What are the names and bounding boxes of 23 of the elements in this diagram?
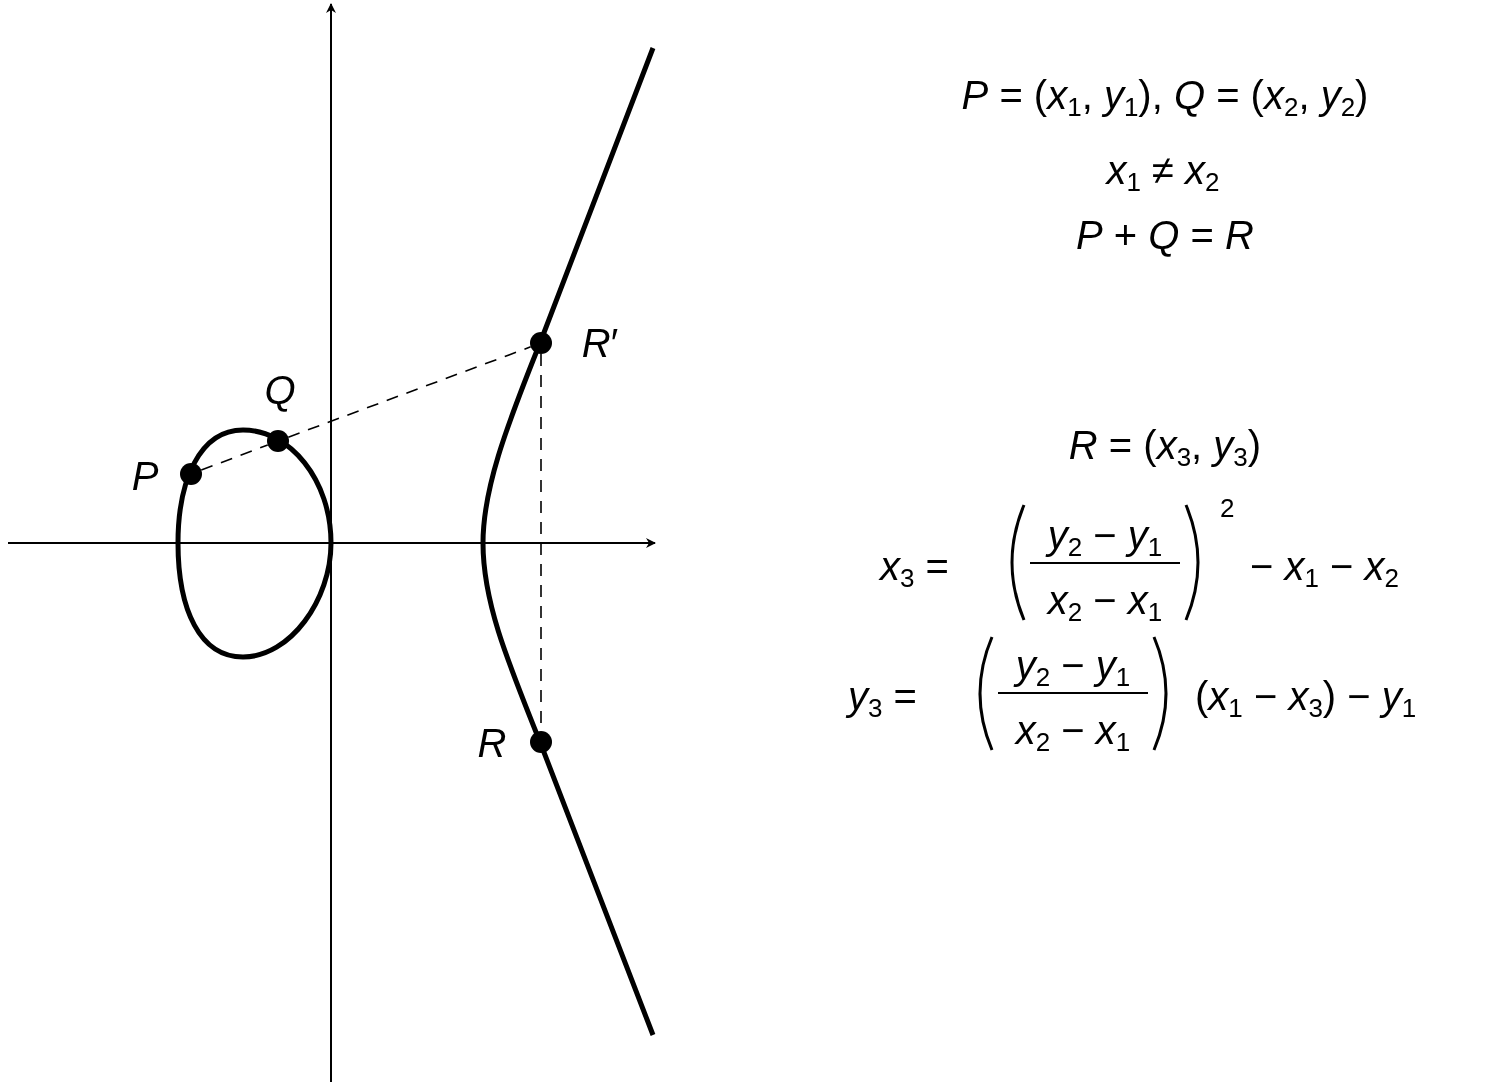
exponent: 2 xyxy=(1220,495,1235,521)
formula: (x$_{1}$ − x$_{3}$) − y$_{1}$ xyxy=(1195,676,1417,721)
curve-point xyxy=(530,332,552,354)
formula: P = (x$_{1}$, y$_{1}$), Q = (x$_{2}$, y$_{2}$) xyxy=(961,75,1369,120)
curve-point xyxy=(267,430,289,452)
fraction-numerator: y$_{2}$ − y$_{1}$ xyxy=(1015,645,1131,690)
fraction-denominator: x$_{2}$ − x$_{1}$ xyxy=(1015,710,1131,755)
dashed-line xyxy=(200,444,269,471)
point-label: P xyxy=(131,456,159,496)
formula: P + Q = R xyxy=(1076,215,1254,255)
curve-point xyxy=(530,731,552,753)
formula: − x$_{1}$ − x$_{2}$ xyxy=(1250,546,1399,591)
fraction-denominator: x$_{2}$ − x$_{1}$ xyxy=(1047,580,1163,625)
formula: x$_{3}$ = xyxy=(880,546,949,591)
fraction-numerator: y$_{2}$ − y$_{1}$ xyxy=(1047,515,1163,560)
point-label: Q xyxy=(264,370,296,410)
point-label: R′ xyxy=(581,323,619,363)
formula: R = (x$_{3}$, y$_{3}$) xyxy=(1068,425,1262,470)
curve-point xyxy=(180,463,202,485)
dashed-line xyxy=(287,346,532,438)
formula: x$_{1}$ ≠ x$_{2}$ xyxy=(1106,150,1220,195)
point-label: R xyxy=(477,723,507,763)
formula: y$_{3}$ = xyxy=(848,676,917,721)
